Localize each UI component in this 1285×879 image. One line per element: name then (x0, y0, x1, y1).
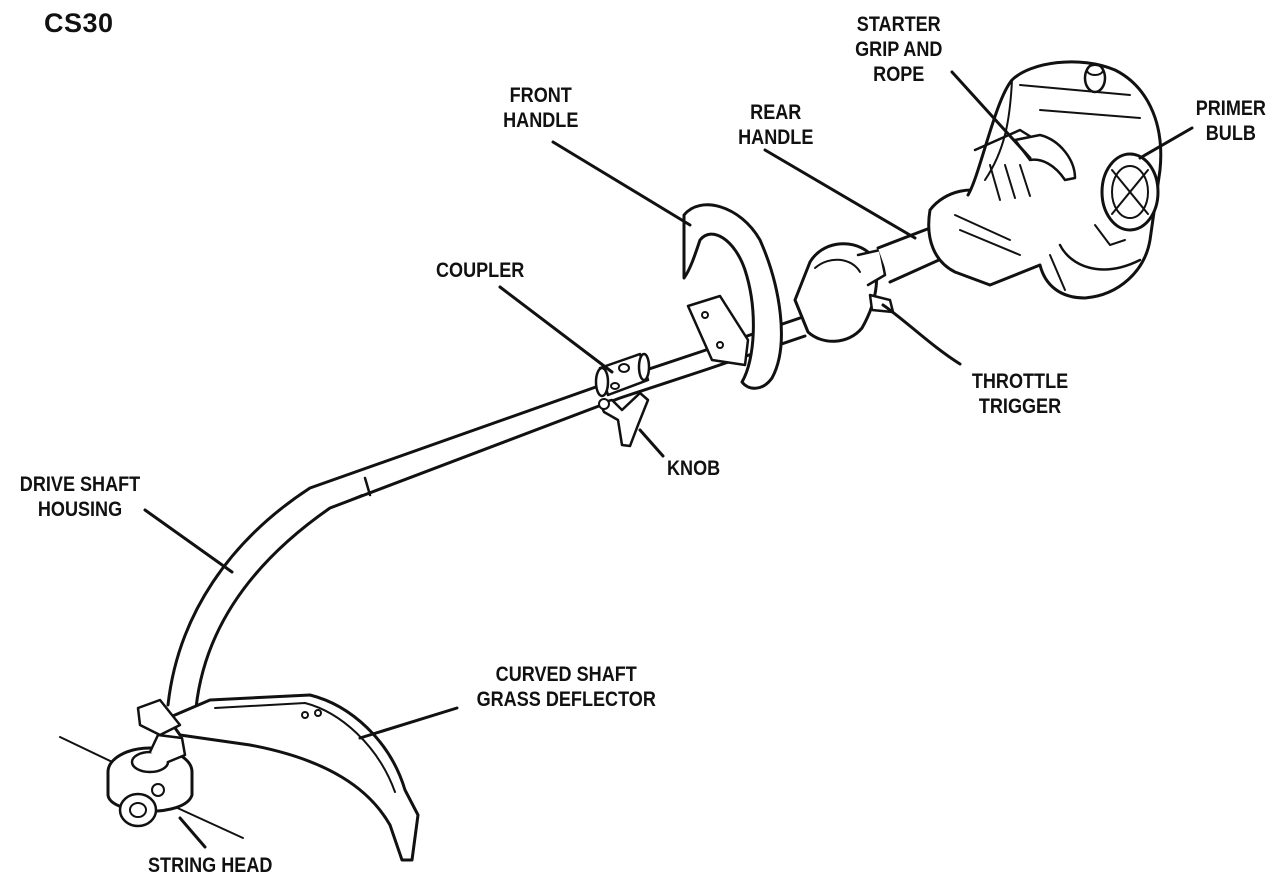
string-head-shape (59, 733, 244, 839)
knob-shape (598, 391, 650, 448)
leader-knob (638, 428, 665, 458)
drive-shaft-housing-shape (166, 316, 807, 710)
grass-deflector-shape (136, 693, 420, 862)
leader-primer-bulb (1138, 126, 1194, 160)
label-primer-bulb: PRIMER BULB (1195, 97, 1266, 145)
label-knob: KNOB (667, 457, 721, 480)
label-coupler: COUPLER (436, 259, 525, 282)
leader-string-head (178, 816, 207, 849)
label-grass-deflector: CURVED SHAFT GRASS DEFLECTOR (476, 663, 656, 711)
label-drive-shaft-housing: DRIVE SHAFT HOUSING (19, 473, 141, 521)
leader-starter-grip (950, 70, 1032, 160)
rear-handle-shape (793, 225, 953, 343)
label-string-head: STRING HEAD (148, 854, 273, 877)
leader-front-handle (551, 140, 692, 227)
label-starter-grip: STARTER GRIP AND ROPE (855, 13, 943, 86)
label-throttle-trigger: THROTTLE TRIGGER (971, 370, 1069, 418)
model-name: CS30 (44, 8, 114, 38)
leader-drive-shaft-housing (143, 508, 234, 574)
leader-grass-deflector (358, 706, 459, 740)
front-handle-shape (682, 203, 783, 390)
leader-throttle-trigger (881, 303, 962, 366)
leader-lines (143, 70, 1194, 849)
leader-rear-handle (763, 148, 917, 240)
label-rear-handle: REAR HANDLE (738, 101, 814, 149)
label-front-handle: FRONT HANDLE (503, 84, 579, 132)
leader-coupler (498, 285, 614, 374)
coupler-shape (594, 352, 651, 398)
engine-shape (927, 60, 1163, 300)
